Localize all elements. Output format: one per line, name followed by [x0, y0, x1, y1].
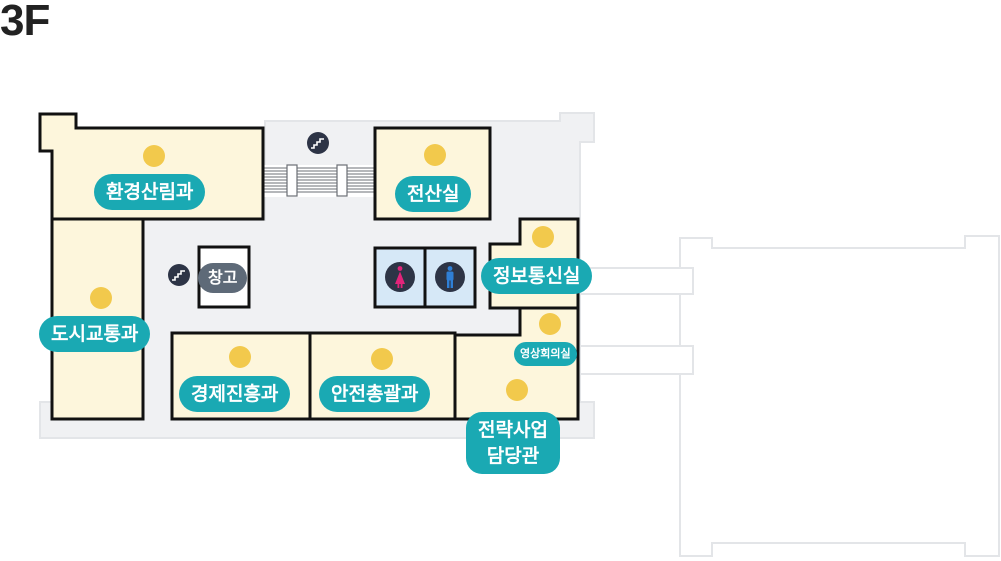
connector-lower [577, 345, 694, 375]
stairs-icon [307, 132, 329, 154]
label-it-room[interactable]: 전산실 [395, 176, 472, 212]
stairway [263, 164, 375, 197]
location-dot-icon [506, 379, 528, 401]
location-dot-icon [371, 348, 393, 370]
annex-building-outline [679, 235, 1000, 557]
label-strategy-line2: 담당관 [486, 445, 540, 467]
label-env-forest[interactable]: 환경산림과 [94, 174, 206, 210]
location-dot-icon [424, 144, 446, 166]
label-strategy-line1: 전략사업 [478, 419, 548, 441]
female-restroom-icon [385, 262, 415, 292]
stairs-icon [168, 264, 190, 286]
location-dot-icon [229, 346, 251, 368]
label-safety[interactable]: 안전총괄과 [319, 376, 431, 412]
connector-upper [577, 267, 694, 295]
location-dot-icon [143, 145, 165, 167]
label-info-comm[interactable]: 정보통신실 [481, 258, 593, 294]
location-dot-icon [532, 226, 554, 248]
label-urban-traffic[interactable]: 도시교통과 [39, 316, 151, 352]
label-economy[interactable]: 경제진흥과 [179, 376, 291, 412]
location-dot-icon [539, 313, 561, 335]
label-strategy[interactable]: 전략사업 담당관 [466, 412, 560, 474]
label-storage[interactable]: 창고 [198, 263, 248, 293]
location-dot-icon [90, 287, 112, 309]
male-restroom-icon [435, 262, 465, 292]
room-strategy[interactable] [453, 306, 580, 421]
label-video-conf[interactable]: 영상회의실 [514, 342, 577, 366]
floor-title: 3F [0, 0, 50, 45]
